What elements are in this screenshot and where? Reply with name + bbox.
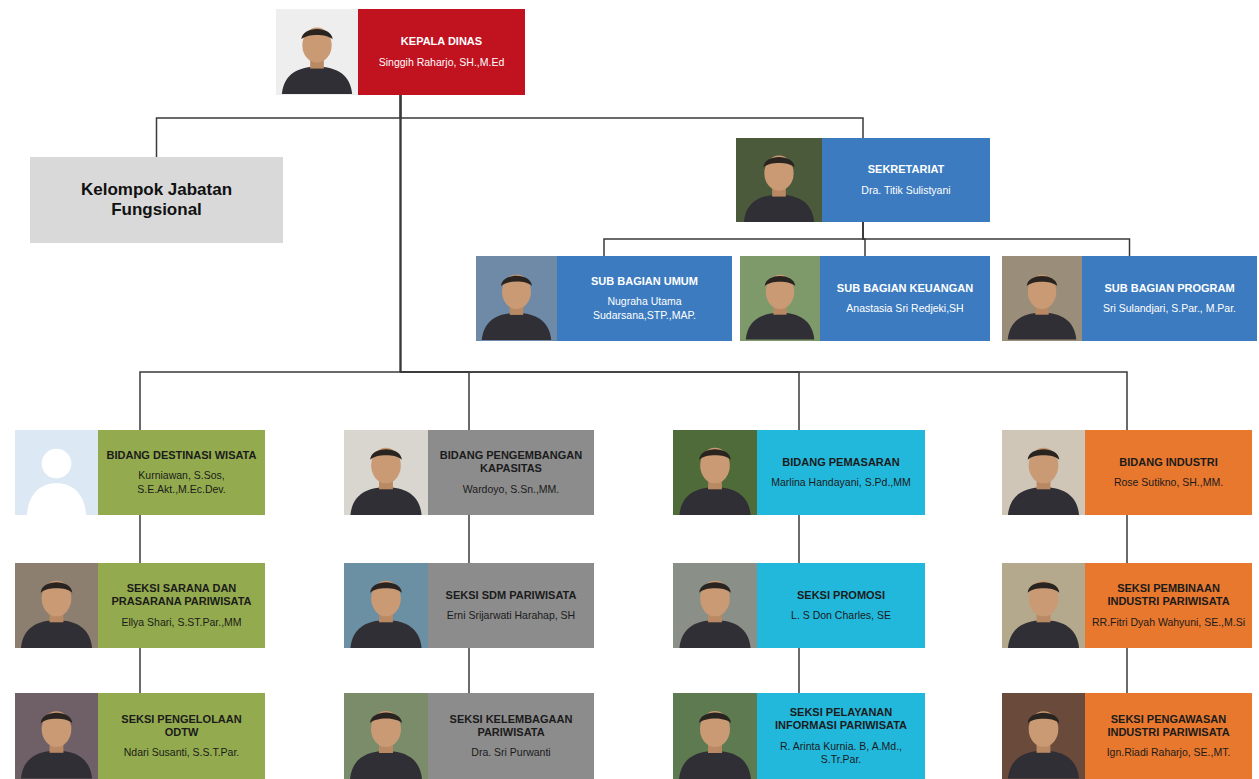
org-box: SEKSI SDM PARIWISATA Erni Srijarwati Hara… — [344, 563, 594, 648]
unit-title: SEKSI SDM PARIWISATA — [446, 589, 577, 602]
connector — [401, 95, 470, 430]
unit-title: BIDANG INDUSTRI — [1119, 456, 1217, 469]
unit-title: SUB BAGIAN PROGRAM — [1104, 282, 1234, 295]
org-box: Kelompok Jabatan Fungsional — [30, 157, 283, 243]
person-name: Sri Sulandjari, S.Par., M.Par. — [1103, 302, 1236, 315]
connector — [468, 515, 470, 563]
person-name: RR.Fitri Dyah Wahyuni, SE.,M.Si — [1092, 616, 1245, 629]
org-box: SUB BAGIAN KEUANGAN Anastasia Sri Redjeki… — [740, 256, 990, 341]
org-box: SUB BAGIAN PROGRAM Sri Sulandjari, S.Par.… — [1002, 256, 1257, 341]
connector — [139, 648, 141, 693]
unit-title: SUB BAGIAN UMUM — [591, 275, 698, 288]
person-name: R. Arinta Kurnia. B, A.Md., S.Tr.Par. — [763, 740, 919, 766]
person-name: Ellya Shari, S.ST.Par.,MM — [121, 616, 241, 629]
unit-title: Kelompok Jabatan Fungsional — [36, 180, 277, 221]
person-name: Ign.Riadi Raharjo, SE.,MT. — [1107, 746, 1231, 759]
connector — [604, 222, 863, 256]
person-name: L. S Don Charles, SE — [791, 609, 891, 622]
connector — [157, 95, 401, 157]
org-box: BIDANG PEMASARAN Marlina Handayani, S.Pd.… — [673, 430, 925, 515]
connector — [798, 515, 800, 563]
org-box: SEKSI PENGELOLAAN ODTW Ndari Susanti, S.S… — [15, 693, 265, 779]
person-name: Marlina Handayani, S.Pd.,MM — [771, 476, 910, 489]
unit-title: SEKSI PROMOSI — [797, 589, 885, 602]
org-box: SEKSI SARANA DAN PRASARANA PARIWISATA Ell… — [15, 563, 265, 648]
person-name: Dra. Titik Sulistyani — [861, 184, 950, 197]
unit-title: SEKSI SARANA DAN PRASARANA PARIWISATA — [104, 582, 259, 608]
org-box: SEKSI KELEMBAGAAN PARIWISATA Dra. Sri Pur… — [344, 693, 594, 779]
connector — [863, 222, 1130, 256]
unit-title: SUB BAGIAN KEUANGAN — [837, 282, 973, 295]
person-name: Singgih Raharjo, SH.,M.Ed — [379, 56, 504, 69]
org-box: SEKRETARIAT Dra. Titik Sulistyani — [736, 138, 990, 222]
unit-title: BIDANG PENGEMBANGAN KAPASITAS — [434, 449, 588, 475]
connector — [139, 515, 141, 563]
org-box: SEKSI PELAYANAN INFORMASI PARIWISATA R. A… — [673, 693, 925, 779]
unit-title: SEKSI PELAYANAN INFORMASI PARIWISATA — [763, 706, 919, 732]
connector — [798, 648, 800, 693]
org-box: BIDANG DESTINASI WISATA Kurniawan, S.Sos,… — [15, 430, 265, 515]
org-box: SEKSI PEMBINAAN INDUSTRI PARIWISATA RR.Fi… — [1002, 563, 1252, 648]
unit-title: SEKSI PENGAWASAN INDUSTRI PARIWISATA — [1091, 713, 1246, 739]
org-box: KEPALA DINAS Singgih Raharjo, SH.,M.Ed — [276, 9, 525, 95]
org-box: SEKSI PENGAWASAN INDUSTRI PARIWISATA Ign.… — [1002, 693, 1252, 779]
person-name: Anastasia Sri Redjeki,SH — [846, 302, 963, 315]
unit-title: BIDANG PEMASARAN — [782, 456, 899, 469]
person-name: Nugraha Utama Sudarsana,STP.,MAP. — [563, 295, 726, 321]
unit-title: BIDANG DESTINASI WISATA — [107, 449, 257, 462]
unit-title: KEPALA DINAS — [401, 35, 482, 48]
photo — [15, 9, 1085, 779]
person-name: Ndari Susanti, S.S.T.Par. — [124, 746, 240, 759]
unit-title: SEKSI KELEMBAGAAN PARIWISATA — [434, 713, 588, 739]
connector — [401, 95, 864, 138]
org-box: BIDANG INDUSTRI Rose Sutikno, SH.,MM. — [1002, 430, 1252, 515]
person-name: Kurniawan, S.Sos, S.E.Akt.,M.Ec.Dev. — [104, 469, 259, 495]
unit-title: SEKSI PENGELOLAAN ODTW — [104, 713, 259, 739]
connector — [1126, 515, 1128, 563]
org-box: SEKSI PROMOSI L. S Don Charles, SE — [673, 563, 925, 648]
connector — [468, 648, 470, 693]
connector — [1126, 648, 1128, 693]
person-name: Wardoyo, S.Sn.,MM. — [463, 483, 559, 496]
person-name: Dra. Sri Purwanti — [471, 746, 550, 759]
person-name: Rose Sutikno, SH.,MM. — [1114, 476, 1223, 489]
org-box: SUB BAGIAN UMUM Nugraha Utama Sudarsana,S… — [476, 256, 732, 341]
org-box: BIDANG PENGEMBANGAN KAPASITAS Wardoyo, S.… — [344, 430, 594, 515]
unit-title: SEKSI PEMBINAAN INDUSTRI PARIWISATA — [1091, 582, 1246, 608]
person-name: Erni Srijarwati Harahap, SH — [447, 609, 575, 622]
connector — [140, 95, 401, 430]
unit-title: SEKRETARIAT — [868, 163, 945, 176]
